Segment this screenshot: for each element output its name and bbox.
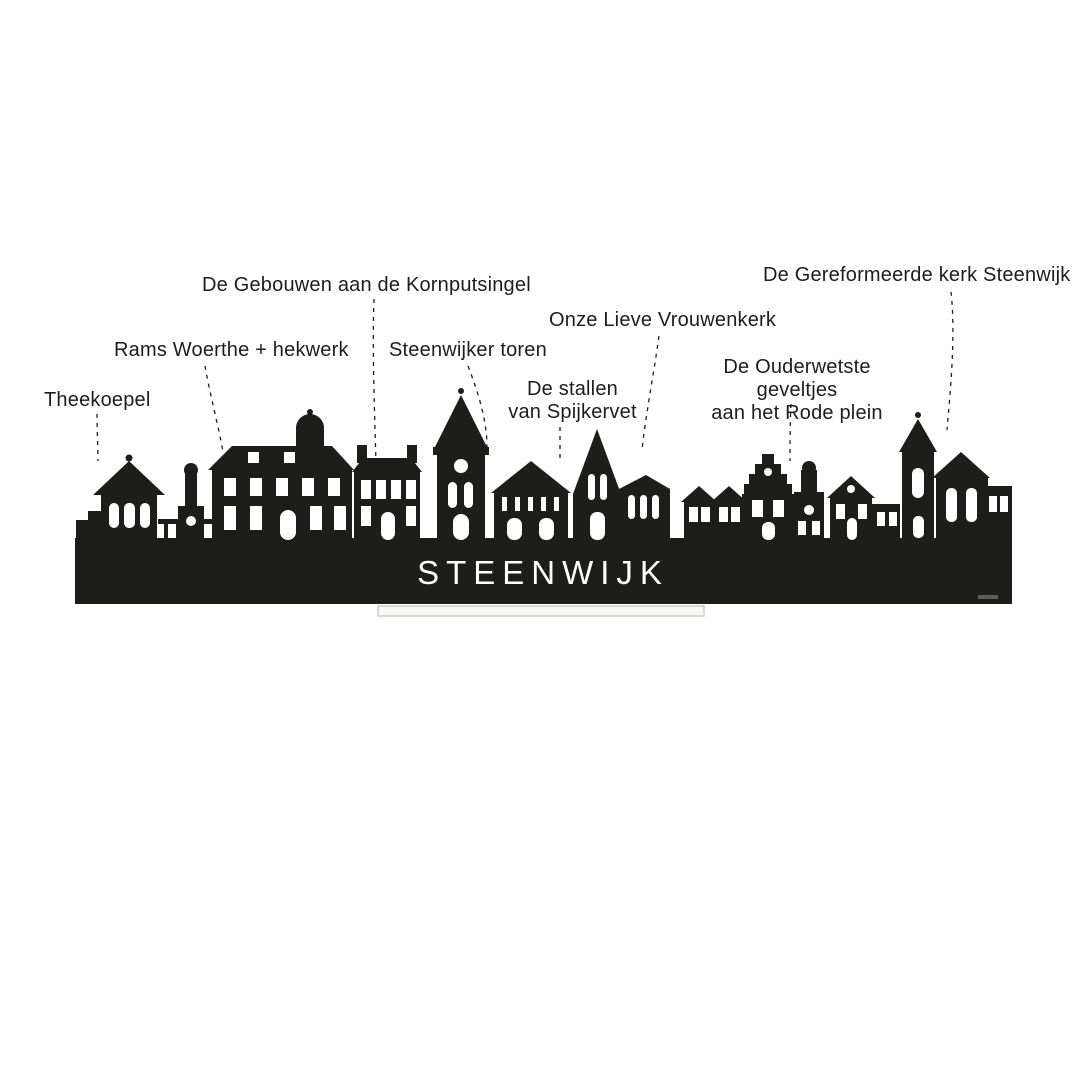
label-stallen-line2: van Spijkervet [508, 401, 637, 423]
leader-theekoepel [96, 413, 99, 462]
building-onze-lieve-vrouwenkerk [573, 429, 670, 540]
leader-gereformeerde-kerk [946, 291, 954, 431]
fence-hekwerk [158, 463, 216, 540]
building-gereformeerde-kerk [899, 412, 1012, 540]
engraving-mark [978, 595, 998, 599]
label-gereformeerde-kerk: De Gereformeerde kerk Steenwijk [763, 264, 1071, 286]
label-vrouwenkerk: Onze Lieve Vrouwenkerk [549, 309, 777, 331]
building-rams-woerthe [208, 409, 354, 540]
building-kornputsingel [352, 445, 422, 540]
building-klokgevel [794, 461, 824, 540]
label-theekoepel: Theekoepel [44, 389, 151, 411]
leader-vrouwenkerk [641, 335, 660, 451]
building-trapgevel [742, 454, 794, 540]
display-stand [377, 605, 705, 617]
building-stallen-spijkervet [491, 461, 571, 540]
leader-lines [96, 291, 954, 465]
row-houses [681, 486, 747, 540]
label-rode-plein: De Ouderwetste geveltjes aan het Rode pl… [683, 356, 911, 425]
leader-rams-woerthe [204, 365, 224, 453]
label-rams-woerthe: Rams Woerthe + hekwerk [114, 339, 349, 361]
label-stallen-line1: De stallen [527, 378, 618, 400]
leader-steenwijker-toren [467, 365, 488, 448]
label-steenwijker-toren: Steenwijker toren [389, 339, 547, 361]
leader-rode-plein [789, 403, 792, 462]
label-rode-plein-line1: De Ouderwetste geveltjes [723, 356, 871, 401]
label-kornputsingel: De Gebouwen aan de Kornputsingel [202, 274, 531, 296]
label-rode-plein-line2: aan het Rode plein [711, 402, 883, 424]
skyline-city-name: STEENWIJK [417, 554, 669, 591]
building-theekoepel [76, 454, 165, 540]
building-rode-plein-houses [827, 476, 900, 540]
leader-kornputsingel [372, 298, 377, 465]
skyline-silhouette: STEENWIJK [75, 388, 1012, 604]
skyline-base [75, 538, 1012, 604]
label-stallen: De stallen van Spijkervet [505, 378, 640, 424]
building-steenwijker-toren [433, 388, 489, 540]
